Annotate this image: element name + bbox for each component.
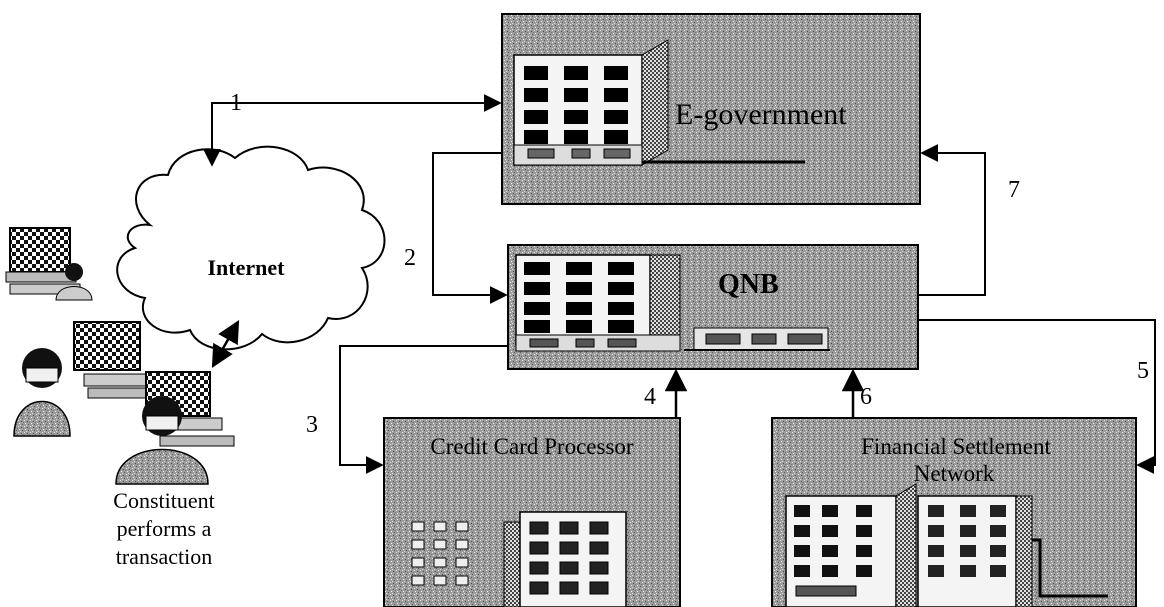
constituent-label-line3: transaction	[116, 544, 213, 569]
fsn-label-line2: Network	[914, 461, 995, 486]
step-label-4: 4	[644, 384, 656, 410]
constituent-label-line2: performs a	[117, 516, 212, 541]
connector-7	[918, 153, 985, 295]
constituent-label-line1: Constituent	[113, 488, 214, 513]
step-label-2: 2	[404, 245, 416, 271]
financial-settlement-network-node: Financial Settlement Network	[772, 418, 1136, 607]
step-label-3: 3	[306, 412, 318, 438]
computer-user-icon	[6, 228, 92, 300]
egov-node: E-government	[502, 14, 920, 204]
qnb-label: QNB	[718, 269, 779, 300]
internet-label: Internet	[208, 255, 286, 280]
computer-user-icon	[14, 322, 162, 436]
credit-card-processor-node: Credit Card Processor	[384, 418, 680, 607]
step-label-1: 1	[230, 90, 242, 116]
fsn-label-line1: Financial Settlement	[861, 434, 1051, 459]
step-label-7: 7	[1008, 177, 1020, 203]
qnb-node: QNB	[508, 245, 918, 369]
egov-label: E-government	[675, 98, 847, 131]
ccp-label: Credit Card Processor	[430, 434, 633, 459]
connector-2	[433, 153, 506, 295]
step-label-5: 5	[1137, 358, 1149, 384]
internet-cloud: Internet	[117, 147, 384, 350]
step-label-6: 6	[860, 384, 872, 410]
